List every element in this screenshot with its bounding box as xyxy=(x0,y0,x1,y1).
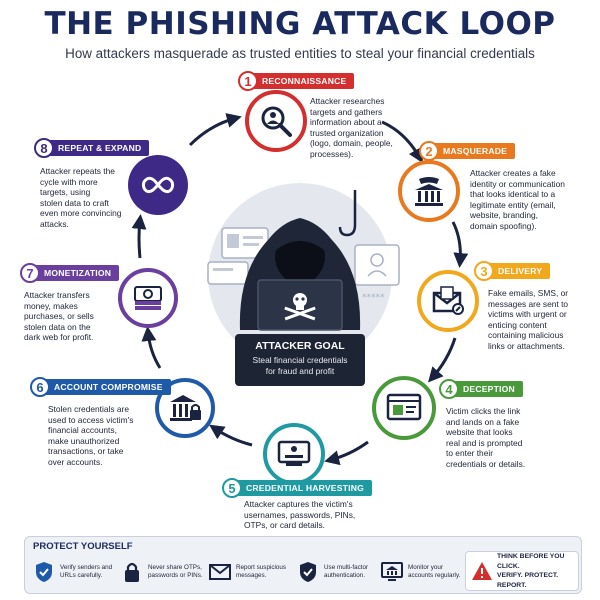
step-1-circle xyxy=(245,90,307,152)
tip-never-share: Never share OTPs,passwords or PINs. xyxy=(121,557,203,587)
arrow-3-4 xyxy=(428,337,457,383)
infinity-loop-icon xyxy=(141,176,175,194)
think-before-click-banner: THINK BEFORE YOU CLICK.VERIFY. PROTECT. … xyxy=(465,551,579,591)
login-form-icon xyxy=(277,440,311,466)
report-mail-icon xyxy=(209,560,231,584)
hacker-scene: ***** xyxy=(207,190,400,331)
step-5-label: 5 CREDENTIAL HARVESTING xyxy=(222,478,372,498)
step-2-circle xyxy=(398,160,460,222)
step-3-number: 3 xyxy=(474,261,494,281)
step-7-number: 7 xyxy=(20,263,40,283)
step-2-title: MASQUERADE xyxy=(433,143,516,159)
bank-lock-icon xyxy=(170,395,201,421)
step-3-circle xyxy=(417,270,479,332)
skull-icon xyxy=(284,293,316,321)
arrow-6-7 xyxy=(141,326,162,369)
money-stack-icon xyxy=(134,286,162,310)
step-5-title: CREDENTIAL HARVESTING xyxy=(236,480,372,496)
arrow-7-8 xyxy=(131,214,147,259)
step-6-title: ACCOUNT COMPROMISE xyxy=(44,379,171,395)
step-8-label: 8 REPEAT & EXPAND xyxy=(34,138,150,158)
step-7-circle xyxy=(118,268,178,328)
step-1-number: 1 xyxy=(238,71,258,91)
step-5-circle xyxy=(263,423,325,485)
bank-mask-icon xyxy=(415,177,443,206)
page-subtitle: How attackers masquerade as trusted enti… xyxy=(65,46,535,61)
step-5-number: 5 xyxy=(222,478,242,498)
step-1-label: 1 RECONNAISSANCE xyxy=(238,71,355,91)
step-2-number: 2 xyxy=(419,141,439,161)
step-8-circle xyxy=(128,155,188,215)
arrow-4-5 xyxy=(324,440,369,466)
warning-icon xyxy=(471,559,493,583)
step-3-title: DELIVERY xyxy=(488,263,551,279)
step-1-title: RECONNAISSANCE xyxy=(252,73,355,89)
step-4-circle xyxy=(372,376,436,440)
arrow-1-2 xyxy=(381,120,423,164)
loop-arrows xyxy=(131,113,469,466)
shield-check-icon xyxy=(33,560,55,584)
lock-icon xyxy=(121,560,143,584)
arrow-2-3 xyxy=(451,221,469,268)
step-7-label: 7 MONETIZATION xyxy=(20,263,120,283)
magnifier-person-icon xyxy=(261,106,292,137)
step-6-number: 6 xyxy=(30,377,50,397)
bank-monitor-icon xyxy=(381,560,403,584)
step-8-title: REPEAT & EXPAND xyxy=(48,140,150,156)
attacker-goal-box: ATTACKER GOAL Steal financial credential… xyxy=(235,334,365,386)
fake-website-icon xyxy=(386,393,422,421)
step-4-label: 4 DECEPTION xyxy=(439,379,523,399)
step-3-label: 3 DELIVERY xyxy=(474,261,551,281)
step-7-title: MONETIZATION xyxy=(34,265,120,281)
step-4-title: DECEPTION xyxy=(453,381,523,397)
protect-title: PROTECT YOURSELF xyxy=(33,541,133,552)
page-title: THE PHISHING ATTACK LOOP xyxy=(44,6,556,42)
step-6-label: 6 ACCOUNT COMPROMISE xyxy=(30,377,171,397)
arrow-5-6 xyxy=(209,424,253,447)
svg-text:*****: ***** xyxy=(362,293,385,303)
step-4-number: 4 xyxy=(439,379,459,399)
step-8-number: 8 xyxy=(34,138,54,158)
attacker-goal-title: ATTACKER GOAL xyxy=(255,340,345,352)
mfa-shield-icon xyxy=(297,560,319,584)
arrow-8-1 xyxy=(188,113,242,147)
email-link-icon xyxy=(432,286,464,315)
step-2-label: 2 MASQUERADE xyxy=(419,141,516,161)
